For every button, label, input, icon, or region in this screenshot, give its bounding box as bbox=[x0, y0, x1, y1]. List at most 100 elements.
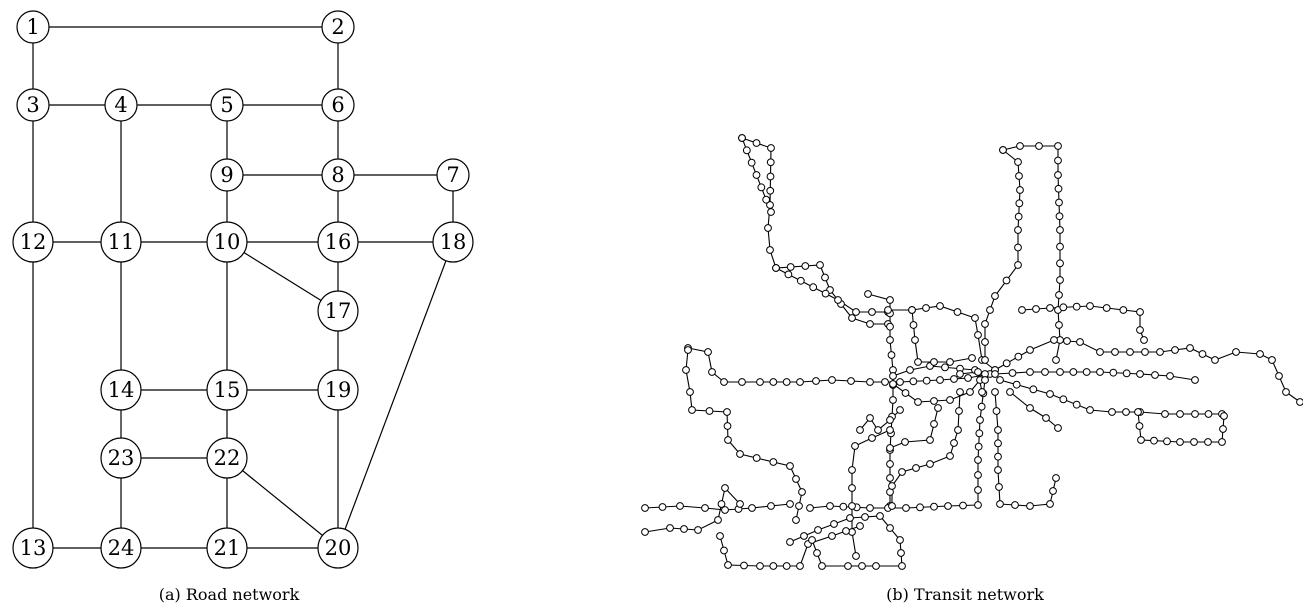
transit-stop bbox=[782, 562, 791, 570]
transit-stop bbox=[1052, 474, 1060, 482]
road-node-9: 9 bbox=[210, 158, 244, 192]
road-node-7: 7 bbox=[436, 158, 470, 192]
transit-line-25 bbox=[719, 525, 861, 567]
transit-stop bbox=[909, 321, 918, 329]
transit-stop bbox=[748, 504, 756, 512]
road-node-label: 15 bbox=[214, 378, 241, 402]
transit-stop bbox=[1055, 291, 1063, 299]
transit-stop bbox=[959, 501, 967, 510]
transit-stop bbox=[1015, 199, 1024, 208]
transit-stop bbox=[956, 388, 964, 396]
transit-stop bbox=[782, 378, 791, 386]
transit-stop bbox=[991, 370, 999, 378]
road-node-label: 16 bbox=[325, 230, 352, 254]
transit-stop bbox=[1126, 348, 1134, 356]
transit-stop bbox=[767, 144, 775, 152]
transit-stop bbox=[757, 183, 766, 192]
road-node-5: 5 bbox=[210, 88, 244, 122]
road-node-circle bbox=[210, 88, 244, 122]
road-node-label: 6 bbox=[331, 93, 344, 117]
road-node-circle bbox=[317, 221, 359, 263]
transit-stop bbox=[842, 527, 850, 535]
transit-stop bbox=[1042, 414, 1050, 422]
transit-stop bbox=[1029, 385, 1038, 394]
transit-stop bbox=[1086, 302, 1094, 310]
transit-stop bbox=[861, 513, 869, 521]
transit-stop bbox=[981, 376, 989, 384]
transit-stop bbox=[1156, 348, 1164, 356]
transit-line-14 bbox=[994, 371, 1196, 381]
transit-stop bbox=[1008, 369, 1017, 377]
transit-stop bbox=[641, 528, 649, 536]
road-node-2: 2 bbox=[321, 10, 355, 44]
transit-stop bbox=[848, 466, 856, 474]
transit-stop bbox=[994, 452, 1002, 461]
transit-stop bbox=[1016, 142, 1024, 150]
transit-stop bbox=[714, 516, 722, 524]
transit-stop bbox=[978, 388, 986, 396]
transit-stop bbox=[992, 407, 1001, 415]
transit-stop bbox=[756, 378, 764, 386]
transit-stop bbox=[723, 408, 731, 416]
transit-stop bbox=[1056, 242, 1064, 251]
transit-stop bbox=[1026, 502, 1034, 510]
road-node-label: 14 bbox=[108, 378, 135, 402]
road-node-circle bbox=[321, 88, 355, 122]
transit-stop bbox=[851, 442, 859, 450]
road-node-circle bbox=[432, 221, 474, 263]
transit-stop bbox=[1076, 338, 1084, 346]
transit-stop bbox=[930, 397, 938, 405]
transit-stop bbox=[926, 436, 934, 444]
road-node-circle bbox=[210, 158, 244, 192]
transit-line-12 bbox=[984, 149, 1021, 360]
transit-stop bbox=[1296, 398, 1303, 406]
road-node-15: 15 bbox=[206, 369, 248, 411]
transit-stop bbox=[1014, 243, 1022, 252]
transit-stop bbox=[1052, 356, 1060, 364]
transit-stop bbox=[946, 452, 954, 460]
transit-stop bbox=[813, 549, 821, 557]
road-node-13: 13 bbox=[12, 527, 54, 569]
road-node-label: 12 bbox=[20, 230, 47, 254]
transit-stop bbox=[868, 434, 876, 442]
transit-stop bbox=[724, 436, 732, 444]
transit-stop bbox=[1049, 487, 1057, 495]
transit-stop bbox=[839, 502, 848, 511]
transit-stop bbox=[954, 426, 962, 434]
transit-stop bbox=[1108, 408, 1116, 416]
road-node-circle bbox=[104, 88, 138, 122]
transit-stop bbox=[896, 378, 904, 386]
transit-stop bbox=[953, 308, 962, 316]
transit-stop bbox=[705, 407, 714, 415]
transit-stop bbox=[847, 377, 855, 385]
transit-stop bbox=[887, 351, 896, 359]
road-node-circle bbox=[16, 88, 50, 122]
transit-stop bbox=[742, 146, 751, 155]
road-node-label: 3 bbox=[26, 93, 39, 117]
transit-line-5 bbox=[685, 349, 803, 521]
road-node-22: 22 bbox=[206, 437, 248, 479]
transit-stop bbox=[786, 500, 794, 508]
transit-stop bbox=[1109, 368, 1118, 377]
transit-stop bbox=[720, 546, 728, 555]
transit-stop bbox=[1015, 172, 1023, 180]
transit-stop bbox=[814, 526, 822, 534]
road-node-circle bbox=[206, 527, 248, 569]
transit-stop bbox=[1014, 226, 1022, 234]
transit-stop bbox=[1059, 303, 1068, 312]
transit-stop bbox=[896, 406, 904, 414]
road-node-20: 20 bbox=[317, 527, 359, 569]
transit-stop bbox=[821, 289, 830, 298]
transit-stop bbox=[888, 502, 896, 510]
transit-stop bbox=[981, 356, 989, 364]
transit-stop bbox=[977, 402, 986, 411]
transit-stop bbox=[1176, 410, 1184, 418]
transit-stop bbox=[1191, 376, 1199, 384]
transit-stop bbox=[950, 439, 958, 447]
transit-stop bbox=[676, 502, 684, 510]
transit-stop bbox=[886, 416, 894, 424]
road-network-caption: (a) Road network bbox=[159, 585, 300, 604]
transit-stop bbox=[844, 562, 852, 570]
